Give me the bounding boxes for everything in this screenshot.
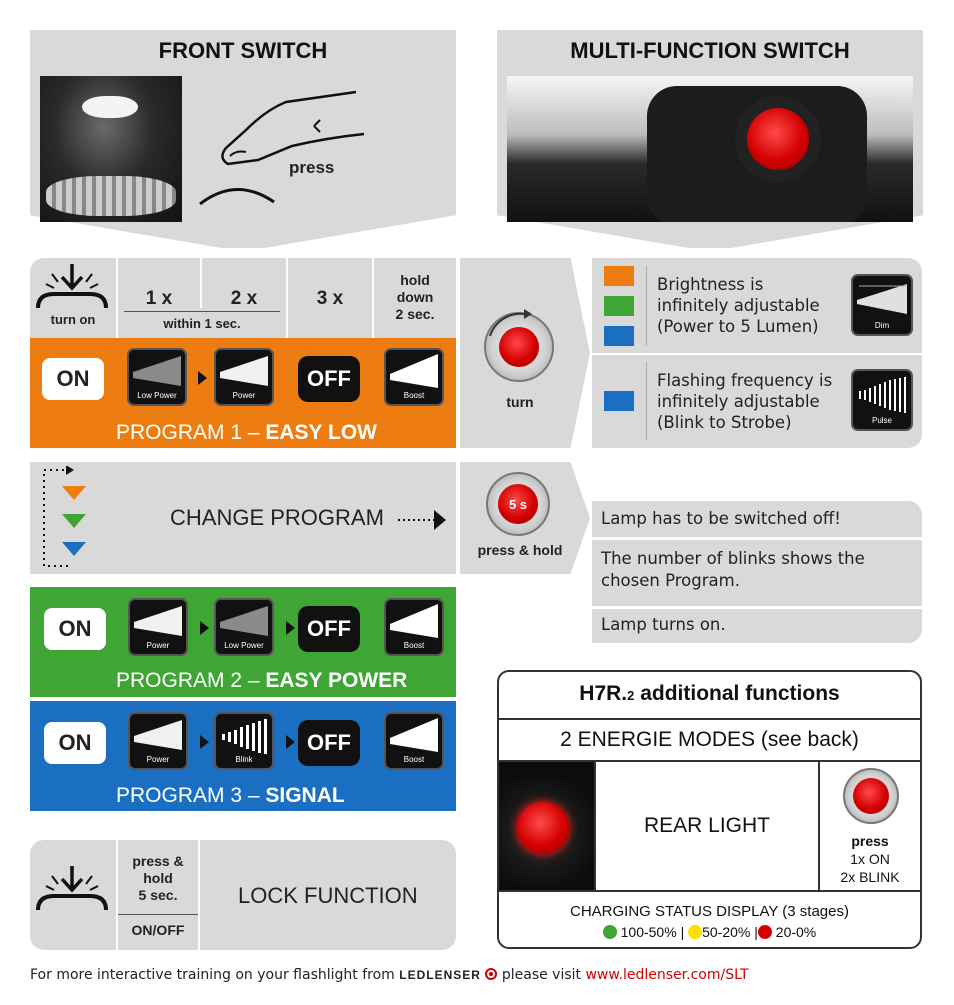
red-dot-icon [757, 925, 772, 939]
press-down-icon [36, 866, 108, 911]
boost-beam-icon: Boost [384, 598, 444, 656]
blue-swatch [604, 326, 634, 346]
program2-label: PROGRAM 2 – EASY POWER [116, 669, 408, 692]
press-label: press [289, 158, 335, 177]
low-power-beam-icon: Low Power [127, 348, 187, 406]
rotate-arrow-icon [489, 309, 532, 337]
arrow-icon [200, 735, 209, 749]
charging-label: CHARGING STATUS DISPLAY (3 stages) [570, 903, 849, 920]
power-beam-icon: Power [128, 712, 188, 770]
info-row-3: Lamp turns on. [592, 609, 922, 643]
dim-icon: Dim [851, 274, 913, 336]
program3-label: PROGRAM 3 – SIGNAL [116, 784, 345, 807]
energie-modes-label: 2 ENERGIE MODES (see back) [560, 728, 859, 751]
lock-onoff: ON/OFF [131, 922, 185, 938]
logo-dot-icon [485, 968, 498, 980]
h7r-title: H7R.2 additional functions [579, 682, 840, 705]
boost-beam-icon: Boost [384, 712, 444, 770]
arrow-icon [286, 735, 295, 749]
lock-press-hold: press & hold 5 sec. [132, 853, 184, 903]
green-dot-icon [602, 925, 617, 939]
pulse-icon: Pulse [851, 369, 913, 431]
lock-panel [30, 840, 456, 950]
ledlenser-url-link[interactable]: www.ledlenser.com/SLT [585, 967, 749, 983]
click-2x: 2 x [230, 288, 258, 309]
hold-label: hold down 2 sec. [395, 272, 435, 322]
change-program-label: CHANGE PROGRAM [170, 505, 384, 530]
orange-swatch [604, 266, 634, 286]
power-beam-icon: Power [214, 348, 274, 406]
footer: For more interactive training on your fl… [30, 967, 749, 983]
turn-on-label: turn on [50, 312, 96, 327]
arrow-icon [200, 621, 209, 635]
finger-press-icon [199, 90, 365, 206]
rear-light-photo [499, 762, 594, 890]
ledlenser-logo: LEDLENSER [399, 968, 481, 982]
multi-function-button[interactable] [499, 327, 539, 367]
green-swatch [604, 296, 634, 316]
rear-press-text: press 1x ON 2x BLINK [840, 833, 900, 885]
program1-label: PROGRAM 1 – EASY LOW [116, 421, 377, 444]
rear-light-label: REAR LIGHT [643, 814, 771, 837]
blink-beam-icon: Blink [214, 712, 274, 770]
within-label: within 1 sec. [163, 316, 241, 331]
press-hold-label: press & hold [477, 542, 563, 558]
flash-text: Flashing frequency is infinitely adjusta… [657, 371, 833, 432]
multi-switch-title: MULTI-FUNCTION SWITCH [570, 38, 850, 63]
front-switch-photo [40, 76, 182, 222]
info-row-1: Lamp has to be switched off! [592, 501, 922, 537]
off-badge: OFF [298, 356, 360, 402]
on-badge: ON [44, 608, 106, 650]
brightness-text: Brightness is infinitely adjustable (Pow… [657, 275, 820, 336]
press-down-icon [36, 264, 108, 309]
hold-button[interactable]: 5 s [498, 484, 538, 524]
arrow-icon [286, 621, 295, 635]
boost-beam-icon: Boost [384, 348, 444, 406]
rear-button[interactable] [853, 778, 889, 814]
yellow-dot-icon [688, 925, 703, 939]
lock-function-label: LOCK FUNCTION [238, 883, 418, 908]
arrow-icon [198, 371, 207, 385]
low-power-beam-icon: Low Power [214, 598, 274, 656]
off-badge: OFF [298, 606, 360, 652]
program-cycle-icon [43, 466, 86, 567]
front-switch-title: FRONT SWITCH [158, 38, 328, 63]
on-badge: ON [44, 722, 106, 764]
h7r-box: H7R.2 additional functions 2 ENERGIE MOD… [497, 670, 922, 949]
multi-switch-photo [507, 76, 913, 222]
click-3x: 3 x [316, 288, 344, 309]
info-row-2: The number of blinks shows the chosen Pr… [592, 540, 922, 606]
change-program-panel [30, 462, 456, 574]
off-badge: OFF [298, 720, 360, 766]
blue-swatch-flash [604, 391, 634, 411]
charging-stages: 100-50% | 50-20% | 20-0% [499, 924, 920, 940]
turn-label: turn [506, 394, 534, 410]
on-badge: ON [42, 358, 104, 400]
power-beam-icon: Power [128, 598, 188, 656]
dotted-arrow-icon [398, 510, 446, 530]
click-1x: 1 x [145, 288, 173, 309]
